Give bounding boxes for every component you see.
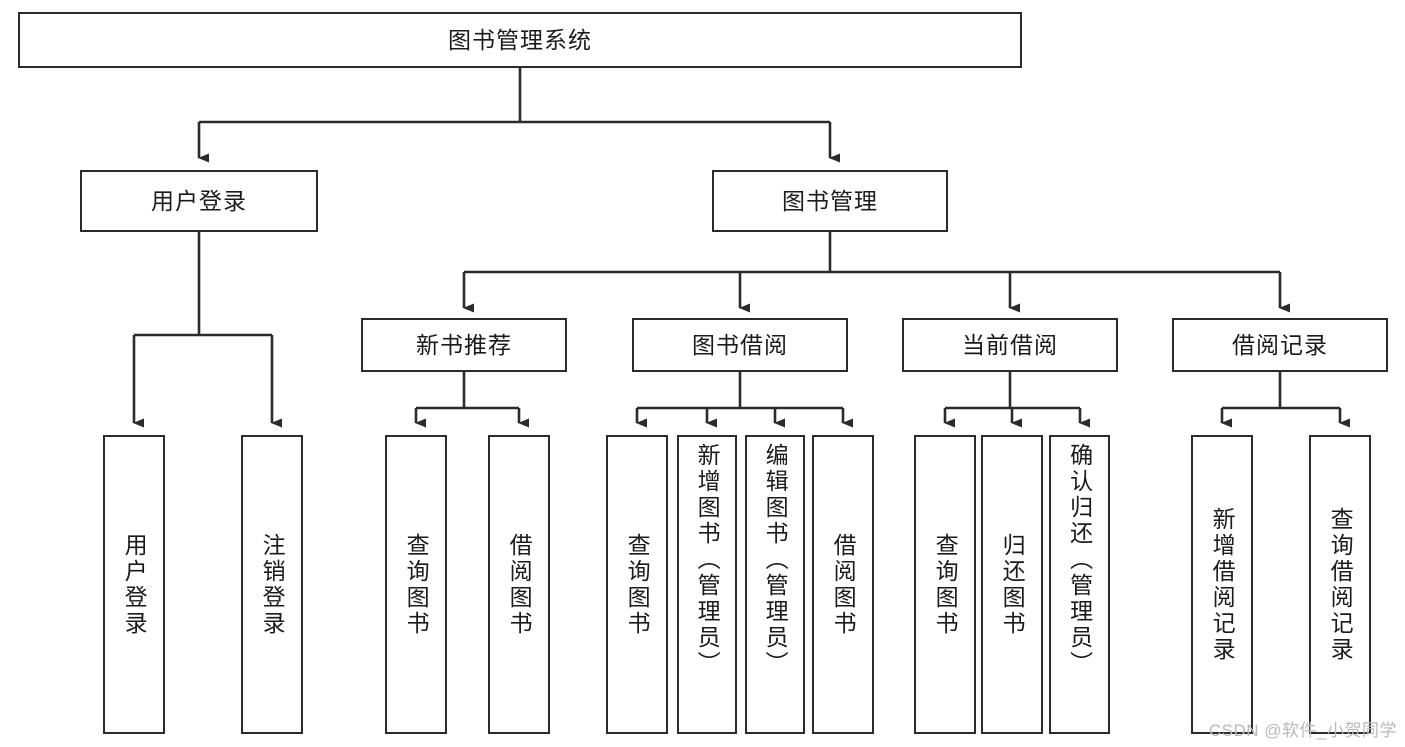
node-book-borrow[interactable]: 图书借阅 (632, 318, 848, 372)
leaf-edit-book[interactable]: 编辑图书（管理员） (745, 435, 805, 734)
leaf-borrow-book-1[interactable]: 借阅图书 (488, 435, 550, 734)
node-borrow-record[interactable]: 借阅记录 (1172, 318, 1388, 372)
node-label: 编辑图书（管理员） (762, 443, 789, 677)
node-label: 注销登录 (259, 532, 286, 637)
node-label: 当前借阅 (962, 331, 1058, 358)
leaf-query-book-3[interactable]: 查询图书 (914, 435, 976, 734)
node-label: 借阅图书 (506, 532, 533, 637)
csdn-watermark: CSDN @软件_小贺同学 (1208, 721, 1397, 740)
node-label: 图书管理系统 (448, 26, 592, 53)
node-label: 查询图书 (403, 532, 430, 637)
node-label: 用户登录 (151, 187, 247, 214)
leaf-borrow-book-2[interactable]: 借阅图书 (812, 435, 874, 734)
node-label: 新书推荐 (416, 331, 512, 358)
leaf-query-record[interactable]: 查询借阅记录 (1309, 435, 1371, 734)
leaf-add-book[interactable]: 新增图书（管理员） (677, 435, 737, 734)
node-label: 归还图书 (999, 532, 1026, 637)
node-label: 新增借阅记录 (1209, 506, 1236, 663)
node-current-borrow[interactable]: 当前借阅 (902, 318, 1118, 372)
leaf-confirm-return[interactable]: 确认归还（管理员） (1049, 435, 1110, 734)
node-label: 确认归还（管理员） (1066, 443, 1093, 677)
node-new-book-recommend[interactable]: 新书推荐 (361, 318, 567, 372)
node-book-manage[interactable]: 图书管理 (712, 170, 948, 232)
leaf-user-login[interactable]: 用户登录 (103, 435, 165, 734)
node-root[interactable]: 图书管理系统 (18, 12, 1022, 68)
leaf-return-book[interactable]: 归还图书 (981, 435, 1043, 734)
leaf-query-book-1[interactable]: 查询图书 (385, 435, 447, 734)
node-label: 借阅图书 (830, 532, 857, 637)
node-label: 借阅记录 (1232, 331, 1328, 358)
node-label: 图书管理 (782, 187, 878, 214)
leaf-add-record[interactable]: 新增借阅记录 (1191, 435, 1253, 734)
node-label: 查询图书 (932, 532, 959, 637)
node-label: 查询借阅记录 (1327, 506, 1354, 663)
leaf-query-book-2[interactable]: 查询图书 (606, 435, 668, 734)
node-label: 新增图书（管理员） (694, 443, 721, 677)
node-user-login[interactable]: 用户登录 (80, 170, 318, 232)
node-label: 用户登录 (121, 532, 148, 637)
node-label: 查询图书 (624, 532, 651, 637)
node-label: 图书借阅 (692, 331, 788, 358)
leaf-user-logout[interactable]: 注销登录 (241, 435, 303, 734)
